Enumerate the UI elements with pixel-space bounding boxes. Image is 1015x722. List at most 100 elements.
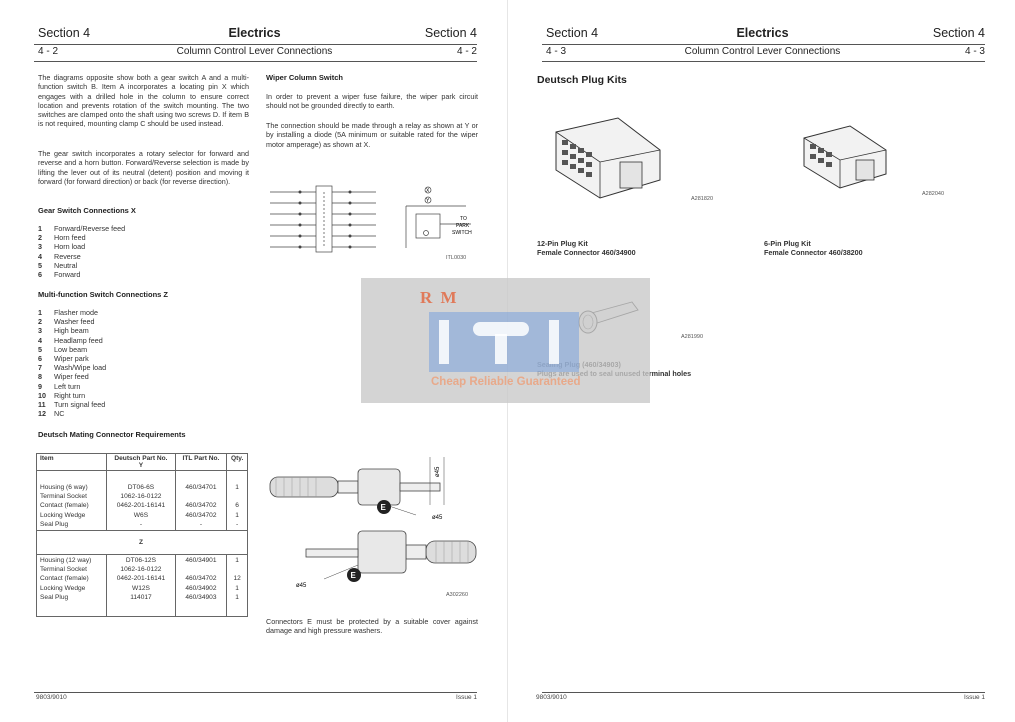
table-cell-line: 114017 [130, 593, 152, 601]
table-cell-line: 0462-201-16141 [116, 575, 166, 583]
multi-item-label: Wiper feed [54, 372, 89, 382]
table-cell-line: 1 [235, 584, 239, 592]
left-footer: 9803/9010 Issue 1 [36, 694, 477, 706]
fig-ref-12pin: A281820 [691, 196, 714, 202]
connector-e-label-top: E [381, 503, 387, 512]
circuit-label-park: PARK [456, 223, 470, 229]
right-header-rule [542, 44, 985, 45]
right-footer-doc-number: 9803/9010 [536, 694, 567, 701]
table-cell-line: 1 [235, 593, 239, 601]
left-subheader: 4 - 2 Column Control Lever Connections 4… [30, 46, 479, 60]
table-cell-line: 460/34903 [185, 593, 217, 601]
table-cell-line: 460/34902 [185, 584, 217, 592]
twelve-pin-connector-image [555, 117, 661, 199]
table-cell-line: 460/34901 [185, 556, 217, 564]
right-header: Section 4 Electrics Section 4 [538, 26, 987, 44]
multi-item-label: High beam [54, 326, 89, 336]
table-cell-line: 1 [235, 556, 239, 564]
gear-switch-heading: Gear Switch Connections X [38, 206, 136, 215]
table-cell-line: 12 [233, 575, 241, 583]
gear-item-number: 4 [38, 251, 42, 261]
wiper-paragraph-1: In order to prevent a wiper fuse failure… [266, 92, 478, 111]
dimension-label-1: ø45 [432, 515, 443, 521]
kit-12pin-title: 12-Pin Plug Kit [537, 239, 588, 248]
table-cell-line: 1062-16-0122 [120, 566, 162, 574]
gear-item-label: Forward/Reverse feed [54, 224, 126, 233]
list-item: 11 Turn signal feed [38, 400, 188, 409]
kit-6pin-title: 6-Pin Plug Kit [764, 239, 811, 248]
list-item: 10 Right turn [38, 391, 188, 400]
multi-item-number: 5 [38, 344, 42, 354]
gear-item-label: Horn load [54, 242, 86, 252]
table-cell-line: 460/34701 [185, 484, 217, 491]
left-header-rule [34, 44, 477, 45]
list-item: 3 Horn load [38, 242, 188, 251]
table-group-row: Z [35, 529, 248, 555]
left-section-label-right: Section 4 [424, 26, 477, 40]
multi-item-number: 2 [38, 317, 42, 327]
right-subheader-rule [542, 61, 985, 62]
circuit-label-x: X [426, 188, 430, 194]
list-item: 2 Washer feed [38, 317, 188, 326]
dimension-label-2: ø45 [296, 583, 307, 589]
table-cell-line: W6S [133, 511, 149, 519]
gear-item-label: Forward [54, 270, 81, 280]
multi-item-number: 6 [38, 354, 42, 364]
left-section-label: Section 4 [38, 26, 91, 40]
fig-ref-6pin: A282040 [922, 191, 945, 197]
table-cell-line: 1062-16-0122 [120, 493, 162, 501]
table-cell-line: W12S [131, 584, 150, 592]
table-cell-line: 460/34702 [185, 575, 217, 583]
multi-item-label: Wiper park [54, 354, 89, 364]
right-page-number-right: 4 - 3 [964, 46, 985, 57]
table-cell-line: 1 [235, 484, 239, 491]
gear-item-label: Neutral [54, 260, 78, 270]
table-cell-line: Seal Plug [40, 520, 69, 528]
list-item: 6 Wiper park [38, 354, 188, 363]
multi-item-number: 11 [38, 400, 46, 410]
left-subheader-rule [34, 61, 477, 62]
multi-item-label: Headlamp feed [54, 335, 103, 345]
circuit-label-to: TO [460, 216, 467, 222]
intro-paragraph-2: The gear switch incorporates a rotary se… [38, 149, 249, 186]
multi-item-number: 10 [38, 390, 46, 400]
connector-e-marker-top [377, 500, 391, 514]
kit-6pin-subtitle: Female Connector 460/38200 [764, 248, 863, 257]
watermark-tagline: Cheap Reliable Guaranteed [431, 376, 581, 388]
kit-12pin-subtitle: Female Connector 460/34900 [537, 248, 636, 257]
table-cell-line: 0462-201-16141 [116, 502, 166, 510]
table-cell-line [179, 565, 224, 574]
six-pin-connector-image [803, 125, 887, 189]
connector-e-marker-bottom [347, 568, 361, 582]
watermark-logo-icon [429, 312, 579, 372]
table-cell-line: Contact (female) [40, 502, 89, 510]
multi-item-label: Right turn [54, 390, 86, 400]
multi-item-label: Turn signal feed [54, 400, 106, 410]
left-subheader-title: Column Control Lever Connections [176, 46, 333, 57]
fig-ref-sealing-plug: A281990 [681, 334, 704, 340]
lever-figure-ref: A302260 [446, 592, 469, 598]
gear-item-number: 3 [38, 242, 42, 252]
multi-item-label: Washer feed [54, 317, 95, 327]
connector-e-label-bottom: E [351, 571, 357, 580]
connectors-note: Connectors E must be protected by a suit… [266, 617, 478, 636]
multi-item-label: Low beam [54, 344, 88, 354]
deutsch-connector-table: Item Deutsch Part No.Y ITL Part No. Qty.… [35, 453, 248, 617]
right-footer: 9803/9010 Issue 1 [536, 694, 985, 706]
table-cell-line [230, 565, 244, 574]
dimension-label-3: ø45 [435, 466, 441, 477]
